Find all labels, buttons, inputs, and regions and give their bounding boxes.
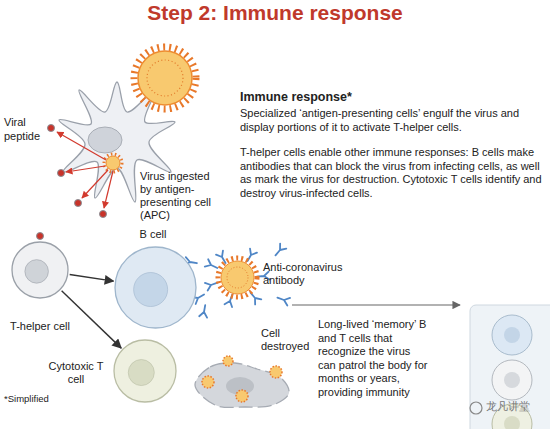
memory-label: Long-lived ‘memory’ B and T cells that r… bbox=[318, 318, 430, 399]
viral-peptide bbox=[37, 233, 44, 240]
released-virus bbox=[223, 356, 233, 366]
watermark: 龙凡讲堂 bbox=[486, 400, 550, 414]
released-virus bbox=[202, 376, 214, 388]
ingested-virus bbox=[106, 156, 120, 170]
cell-label: Virus ingested by antigen-presenting cel… bbox=[140, 170, 224, 222]
cell-body bbox=[114, 340, 176, 402]
memory-cytotoxic-nucleus bbox=[504, 416, 520, 429]
viral-peptide bbox=[100, 211, 107, 218]
virus-rna bbox=[227, 267, 248, 288]
memory-t-nucleus bbox=[504, 372, 520, 388]
cell-label: T-helper cell bbox=[0, 320, 80, 333]
cell-label: Anti-coronavirus antibody bbox=[263, 261, 355, 287]
antibody bbox=[276, 294, 290, 306]
cell-outline bbox=[112, 338, 178, 404]
viral-peptide bbox=[58, 170, 65, 177]
watermark-icon bbox=[470, 402, 482, 414]
cell-outline bbox=[215, 255, 260, 300]
destroyed-cell-body bbox=[195, 363, 289, 408]
viral-peptide bbox=[48, 125, 55, 132]
virus-rna bbox=[147, 60, 183, 96]
memory-arrow bbox=[292, 304, 460, 305]
antibody bbox=[272, 244, 286, 258]
arrow-connector bbox=[62, 291, 122, 348]
apc-nucleus bbox=[88, 127, 122, 153]
cell-body bbox=[12, 242, 68, 298]
memory-panel bbox=[470, 305, 550, 429]
antigen-presenting-cell: Virus ingested by antigen-presenting cel… bbox=[55, 60, 180, 210]
cell-label: Cytotoxic T cell bbox=[46, 360, 106, 386]
destroyed-cell: Cell destroyed bbox=[185, 355, 295, 410]
virus-body bbox=[138, 51, 192, 105]
memory-t-cell bbox=[492, 360, 532, 400]
cell-body bbox=[115, 247, 196, 328]
panel-heading: Immune response* bbox=[240, 91, 550, 105]
virus-spikes bbox=[134, 47, 196, 109]
antibody bbox=[199, 304, 209, 317]
peptide-arrow bbox=[66, 166, 105, 172]
ingested-virus-spikes bbox=[104, 154, 122, 172]
panel-text: Specialized ‘antigen-presenting cells’ e… bbox=[240, 107, 550, 134]
destroyed-nucleus bbox=[226, 377, 254, 395]
antibody-bound-virus: Anti-coronavirus antibody bbox=[215, 255, 260, 300]
cytotoxic-t-cell: Cytotoxic T cell bbox=[112, 338, 178, 404]
peptide-arrow bbox=[104, 171, 113, 208]
cell-outline bbox=[10, 240, 70, 300]
panel-text: T-helper cells enable other immune respo… bbox=[240, 146, 550, 200]
antibody bbox=[205, 259, 219, 271]
arrow-connector bbox=[70, 274, 114, 281]
virus-spikes bbox=[218, 258, 257, 297]
cell-label: Cell destroyed bbox=[261, 327, 319, 353]
cell-label: B cell bbox=[123, 228, 183, 241]
cell-nucleus bbox=[134, 273, 168, 307]
b-cell: B cell bbox=[113, 245, 198, 330]
cell-nucleus bbox=[25, 260, 49, 284]
cell-nucleus bbox=[128, 360, 154, 386]
released-virus bbox=[236, 390, 248, 402]
memory-b-cell bbox=[492, 315, 532, 355]
virus-body bbox=[221, 261, 254, 294]
viral-peptide bbox=[75, 200, 82, 207]
memory-b-nucleus bbox=[504, 327, 520, 343]
cell-outline bbox=[185, 355, 295, 410]
footnote: *Simplified bbox=[4, 392, 84, 406]
title: Step 2: Immune response bbox=[0, 1, 550, 25]
antibody bbox=[247, 290, 261, 304]
antibody bbox=[205, 279, 219, 291]
peptide-arrow bbox=[82, 170, 108, 198]
t-helper-cell: T-helper cell bbox=[10, 240, 70, 300]
peptide-arrow bbox=[57, 132, 106, 160]
released-virus bbox=[270, 366, 282, 378]
peptide-label: Viral peptide bbox=[4, 116, 52, 143]
cell-outline bbox=[113, 245, 198, 330]
